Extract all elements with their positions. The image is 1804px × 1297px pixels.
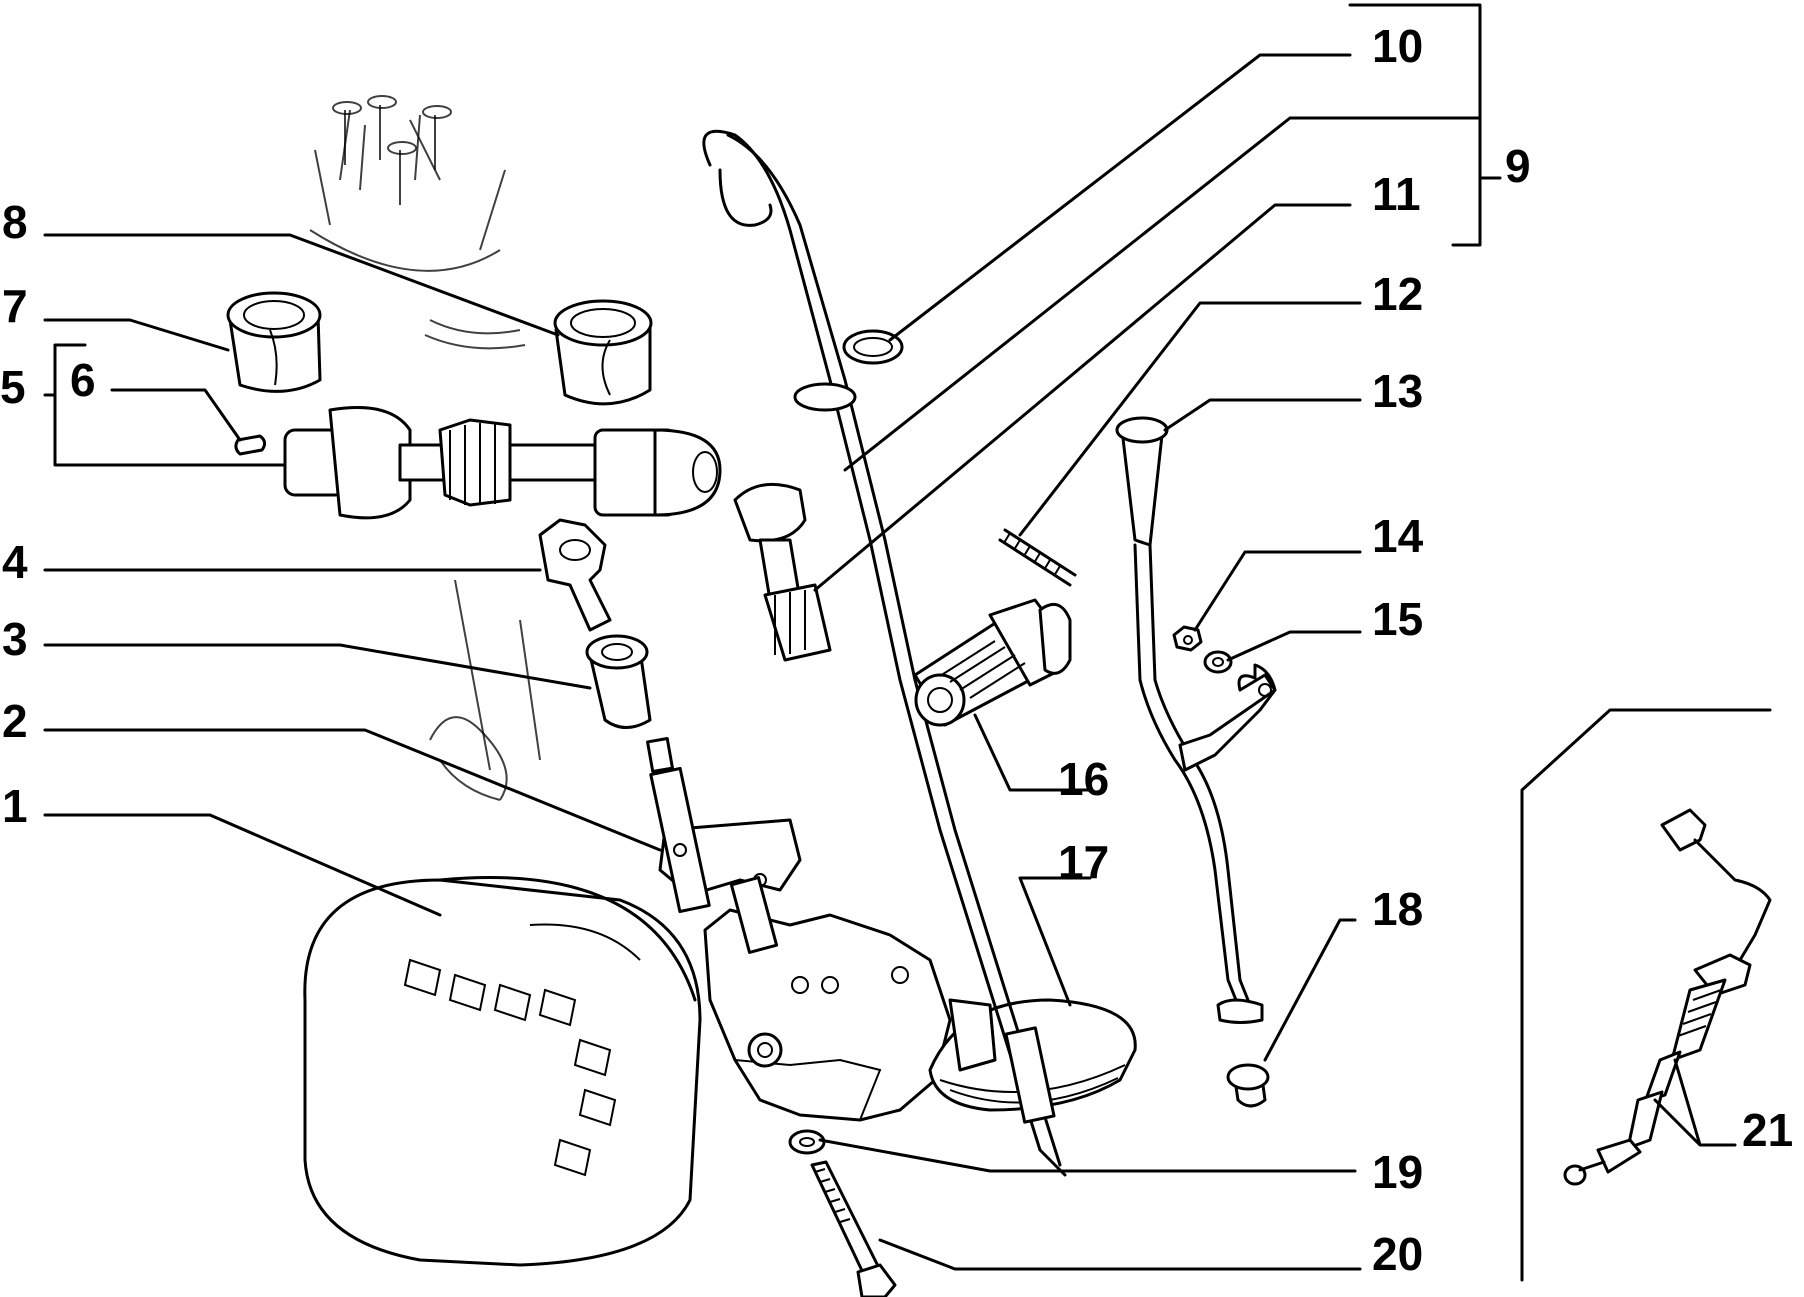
left-bush-ring	[226, 291, 322, 393]
oil-pump-body	[703, 876, 952, 1122]
pump-bolt	[810, 1160, 897, 1297]
callout-17: 17	[1058, 836, 1109, 888]
pin	[234, 434, 267, 456]
hex-nut	[1172, 625, 1203, 652]
sump-washer	[788, 1129, 826, 1155]
callout-7: 7	[2, 280, 28, 332]
guide-tube-end-cap	[1226, 1063, 1270, 1108]
stud-bolt	[998, 528, 1077, 587]
distributor-cap-ghost	[309, 95, 541, 801]
callout-6: 6	[70, 354, 96, 406]
callout-9: 9	[1505, 140, 1531, 192]
pump-flange-plate	[649, 766, 802, 914]
callout-15: 15	[1372, 593, 1423, 645]
oil-filter	[303, 876, 702, 1267]
dipstick-seal-ring	[842, 329, 904, 365]
inset-panel	[1520, 708, 1772, 1282]
callout-19: 19	[1372, 1146, 1423, 1198]
callout-21: 21	[1742, 1104, 1793, 1156]
callout-4: 4	[2, 536, 28, 588]
washer	[1203, 650, 1233, 674]
callout-8: 8	[2, 196, 28, 248]
callout-1: 1	[2, 780, 28, 832]
callout-12: 12	[1372, 268, 1423, 320]
drive-bushing	[585, 634, 674, 774]
callout-13: 13	[1372, 365, 1423, 417]
callout-5: 5	[0, 361, 26, 413]
callout-14: 14	[1372, 510, 1424, 562]
callout-10: 10	[1372, 20, 1423, 72]
leader-lines	[43, 3, 1737, 1271]
drive-gear	[538, 518, 612, 632]
callout-20: 20	[1372, 1228, 1423, 1280]
callout-2: 2	[2, 695, 28, 747]
dipstick-grommet	[793, 382, 857, 412]
callout-3: 3	[2, 613, 28, 665]
callout-18: 18	[1372, 883, 1423, 935]
mounting-bracket	[1178, 663, 1277, 772]
dipstick-tube	[702, 129, 1067, 1177]
callout-11: 11	[1372, 168, 1421, 220]
callout-labels: 1 2 3 4 5 6 7 8 9 10 11 12 13 14 15 16 1…	[0, 20, 1793, 1280]
callout-16: 16	[1058, 753, 1109, 805]
breather-plug	[733, 482, 832, 662]
right-bush-ring	[553, 299, 653, 406]
oil-level-sensor	[1563, 808, 1772, 1186]
drive-shaft-assembly	[283, 406, 722, 520]
threaded-union	[913, 598, 1072, 727]
